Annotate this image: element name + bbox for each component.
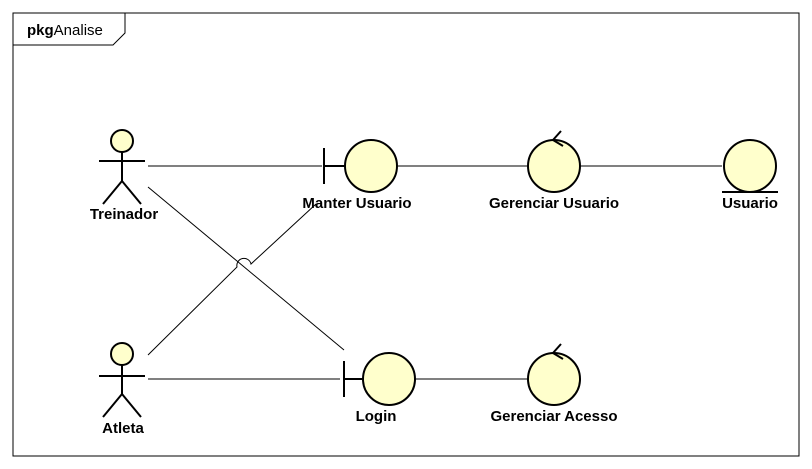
package-tab — [13, 13, 126, 46]
connections — [147, 165, 722, 380]
control-gerenciar-acesso[interactable] — [527, 343, 581, 406]
boundary-label-login: Login — [355, 408, 397, 425]
package-name: Analise — [53, 22, 103, 39]
actor-head — [110, 129, 134, 153]
control-arrow — [551, 130, 564, 147]
package-title: pkgAnalise — [27, 22, 103, 40]
control-arrow — [551, 343, 564, 360]
boundary-login[interactable] — [343, 352, 416, 406]
control-gerenciar-usuario[interactable] — [527, 130, 581, 193]
actor-treinador[interactable] — [99, 129, 145, 205]
package-keyword: pkg — [27, 22, 54, 39]
link-atleta-manter-usuario[interactable] — [147, 203, 317, 356]
boundary-label-manter-usuario: Manter Usuario — [302, 195, 412, 212]
boundary-manter-usuario[interactable] — [323, 139, 398, 193]
actor-atleta[interactable] — [99, 342, 145, 418]
entity-usuario[interactable] — [722, 139, 778, 193]
actor-label-atleta: Atleta — [102, 420, 144, 437]
actor-label-treinador: Treinador — [89, 206, 159, 223]
control-label-gerenciar-acesso: Gerenciar Acesso — [490, 408, 618, 425]
entity-label-usuario: Usuario — [722, 195, 778, 212]
actor-head — [110, 342, 134, 366]
link-treinador-login[interactable] — [147, 186, 345, 351]
control-label-gerenciar-usuario: Gerenciar Usuario — [488, 195, 620, 212]
